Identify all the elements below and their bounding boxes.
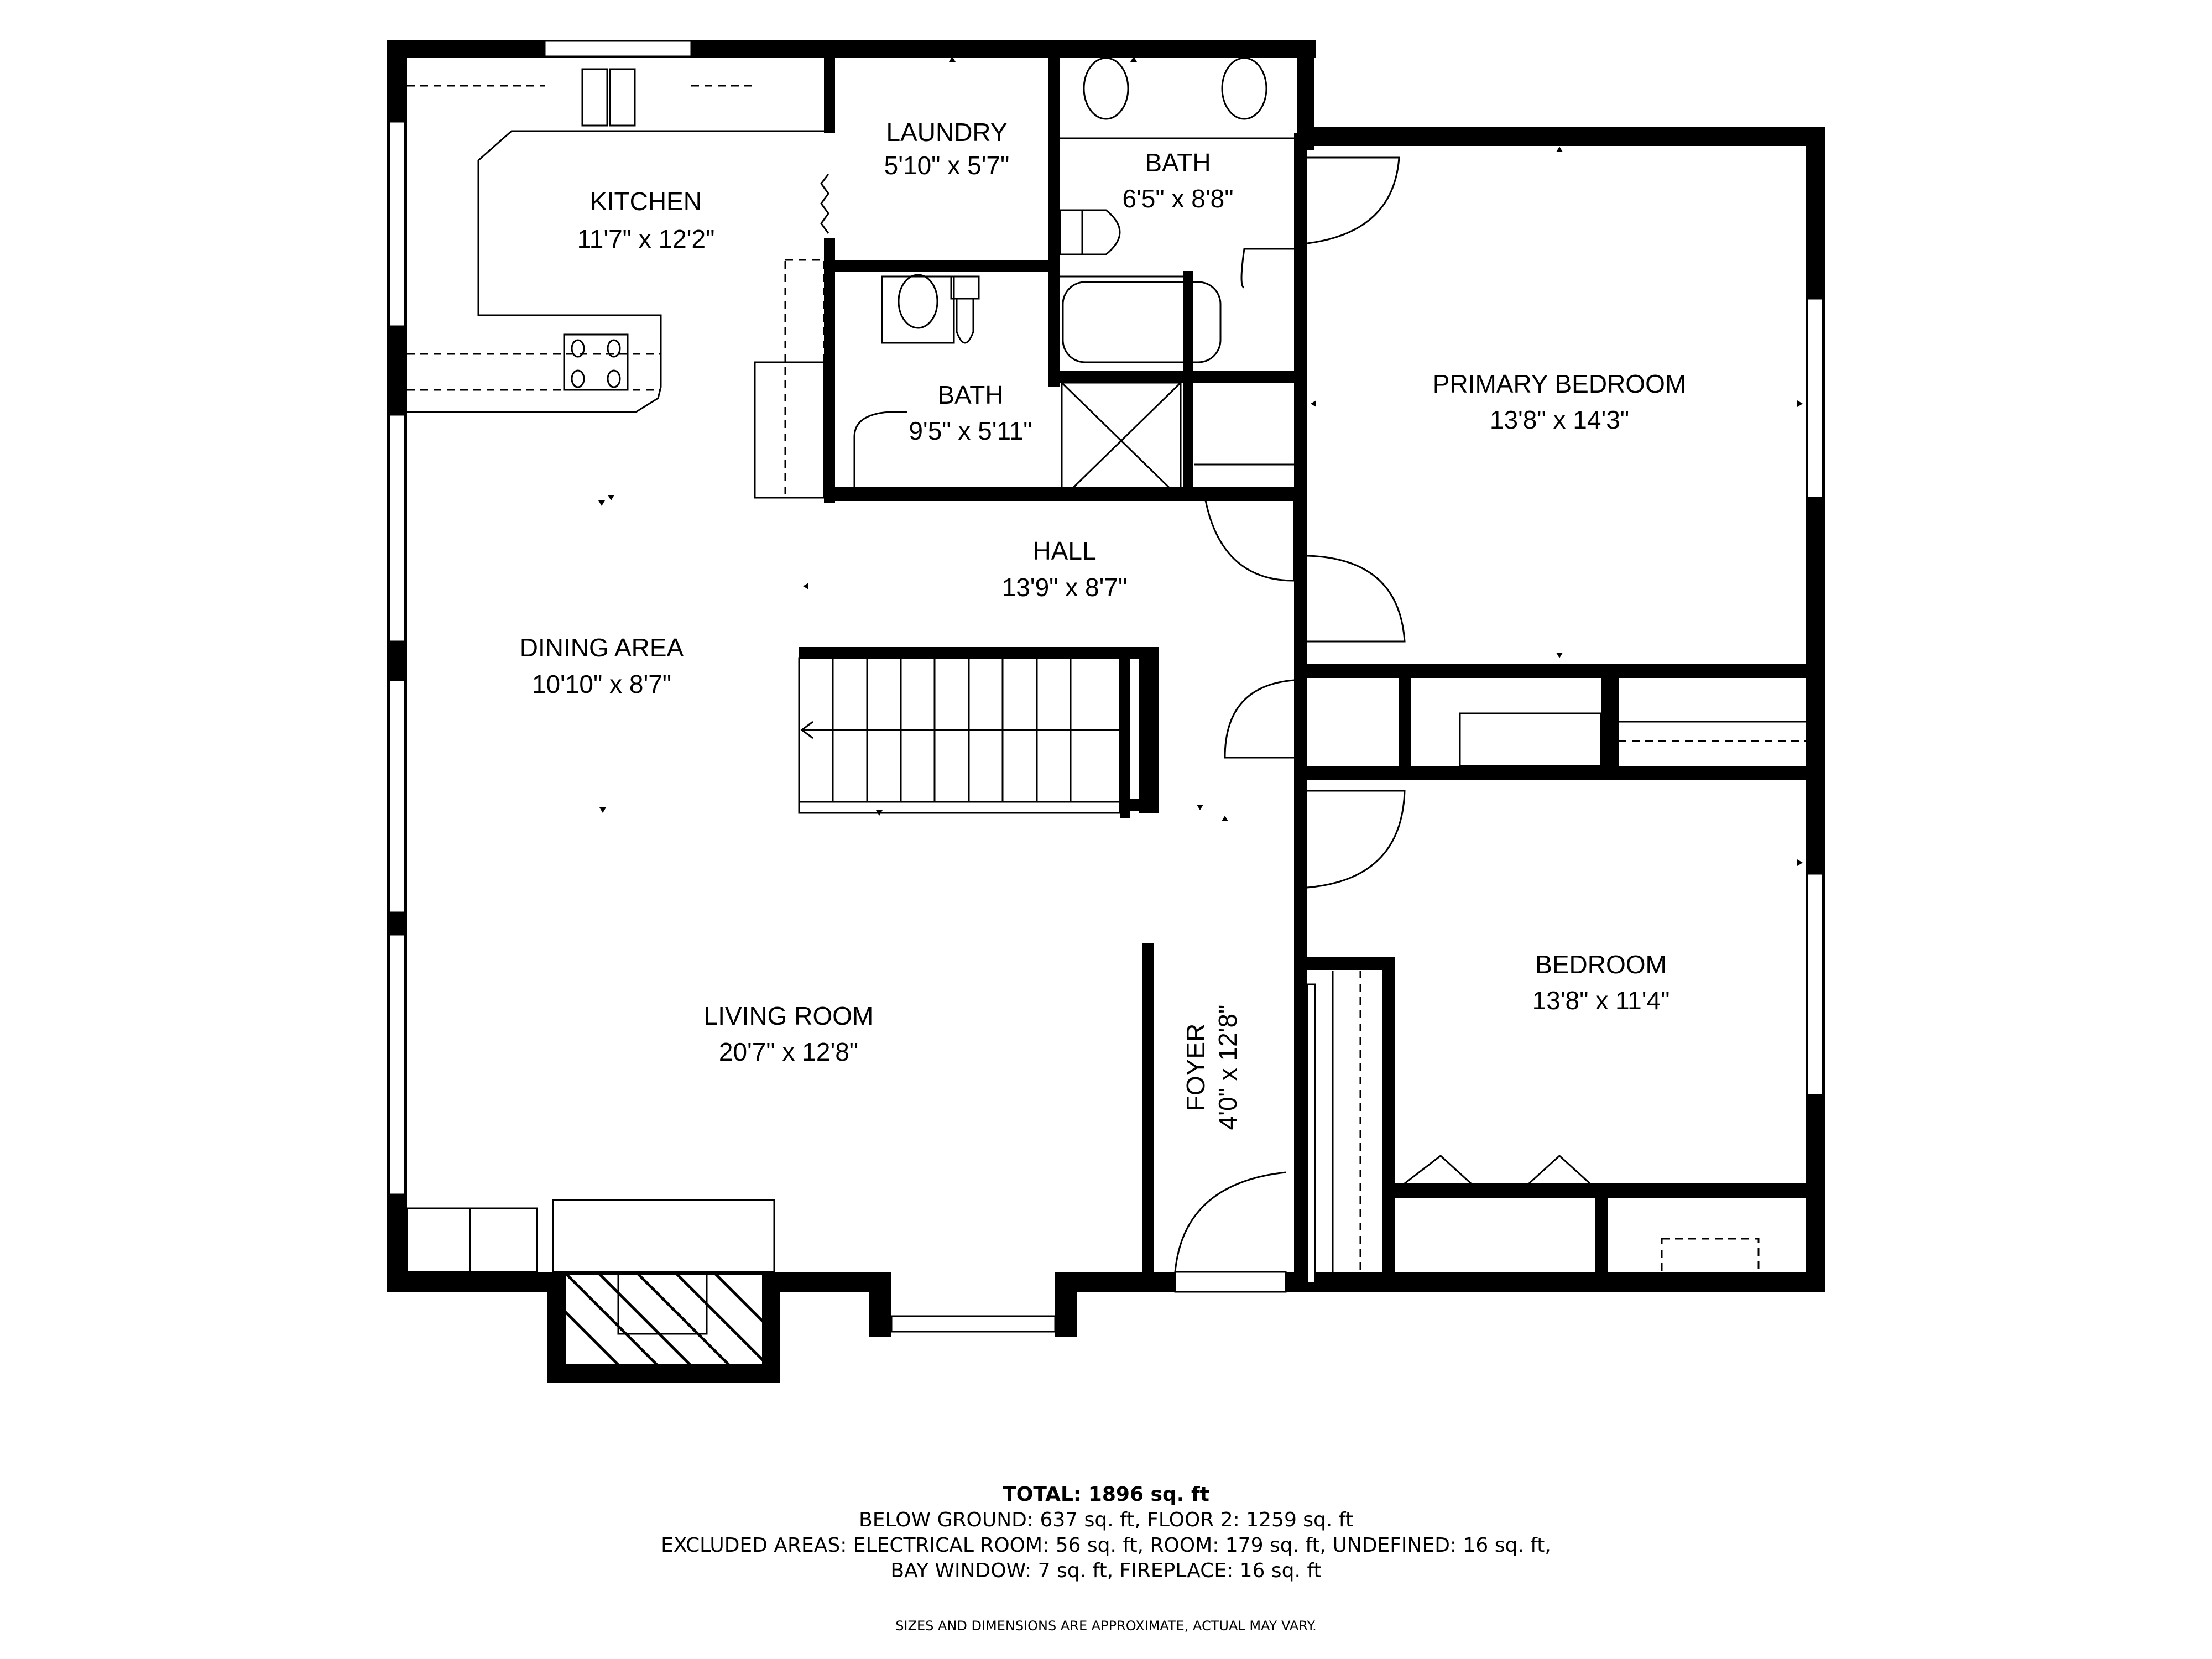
sink-icon (1083, 57, 1129, 120)
room-dims: 5'10" x 5'7" (884, 151, 1010, 180)
room-name: PRIMARY BEDROOM (1433, 369, 1686, 398)
bathtub-icon (1062, 281, 1222, 363)
bath-fixtures (881, 57, 1297, 500)
doors (853, 156, 1806, 1293)
door-swing-icon (1204, 500, 1295, 582)
shower-icon (1061, 382, 1182, 500)
room-name: HALL (1032, 536, 1096, 565)
room-dims: 4'0" x 12'8" (1213, 1005, 1242, 1130)
sink-basin-left-icon (581, 68, 608, 127)
door-swing-icon (1307, 790, 1406, 889)
room-dims: 6'5" x 8'8" (1122, 184, 1233, 213)
fireplace (406, 1199, 775, 1364)
door-swing-icon (1307, 555, 1406, 643)
stove-icon (563, 333, 629, 391)
toilet-bowl-icon (1082, 209, 1121, 255)
room-foyer: FOYER 4'0" x 12'8" (1181, 1005, 1242, 1130)
room-living-room: LIVING ROOM 20'7" x 12'8" (704, 1001, 874, 1066)
room-bath-upper: BATH 6'5" x 8'8" (1122, 148, 1233, 213)
toilet-tank-icon (950, 275, 980, 300)
room-kitchen: KITCHEN 11'7" x 12'2" (577, 187, 715, 253)
room-dims: 13'8" x 14'3" (1490, 405, 1629, 434)
room-name: KITCHEN (590, 187, 702, 216)
measurement-markers (598, 56, 1803, 866)
room-name: BEDROOM (1535, 950, 1667, 979)
door-swing-icon (1240, 248, 1297, 289)
room-dims: 11'7" x 12'2" (577, 225, 715, 253)
total-area: TOTAL: 1896 sq. ft (1003, 1483, 1209, 1506)
door-swing-icon (1224, 679, 1295, 759)
staircase (798, 657, 1121, 814)
room-dims: 9'5" x 5'11" (909, 416, 1032, 445)
sink-icon (898, 274, 938, 329)
room-bath-lower: BATH 9'5" x 5'11" (909, 380, 1032, 445)
room-dims: 20'7" x 12'8" (719, 1037, 858, 1066)
room-name: LIVING ROOM (704, 1001, 874, 1030)
room-primary-bedroom: PRIMARY BEDROOM 13'8" x 14'3" (1433, 369, 1686, 434)
door-swing-icon (1174, 1171, 1286, 1273)
room-name: LAUNDRY (886, 118, 1008, 147)
room-dims: 13'9" x 8'7" (1002, 573, 1128, 602)
sink-basin-right-icon (609, 68, 636, 127)
excluded-areas: EXCLUDED AREAS: ELECTRICAL ROOM: 56 sq. … (661, 1534, 1551, 1557)
door-swing-icon (1307, 156, 1400, 244)
room-name: DINING AREA (520, 633, 684, 662)
door-swing-icon (853, 411, 907, 487)
room-labels: KITCHEN 11'7" x 12'2" LAUNDRY 5'10" x 5'… (520, 118, 1686, 1130)
kitchen-fixtures (407, 68, 830, 499)
room-name: BATH (1145, 148, 1211, 177)
toilet-tank-icon (1059, 209, 1083, 255)
room-dining-area: DINING AREA 10'10" x 8'7" (520, 633, 684, 698)
room-name: BATH (937, 380, 1003, 409)
area-summary: TOTAL: 1896 sq. ft BELOW GROUND: 637 sq.… (0, 1482, 2212, 1634)
sink-icon (1221, 57, 1267, 120)
disclaimer: SIZES AND DIMENSIONS ARE APPROXIMATE, AC… (895, 1618, 1317, 1634)
room-hall: HALL 13'9" x 8'7" (1002, 536, 1128, 602)
room-name: FOYER (1181, 1024, 1210, 1111)
windows (388, 40, 1824, 1333)
excluded-areas-continued: BAY WINDOW: 7 sq. ft, FIREPLACE: 16 sq. … (890, 1559, 1322, 1582)
room-laundry: LAUNDRY 5'10" x 5'7" (884, 118, 1010, 180)
room-dims: 10'10" x 8'7" (532, 670, 671, 698)
room-dims: 13'8" x 11'4" (1532, 986, 1670, 1015)
floor-areas: BELOW GROUND: 637 sq. ft, FLOOR 2: 1259 … (859, 1509, 1353, 1531)
room-bedroom: BEDROOM 13'8" x 11'4" (1532, 950, 1670, 1015)
